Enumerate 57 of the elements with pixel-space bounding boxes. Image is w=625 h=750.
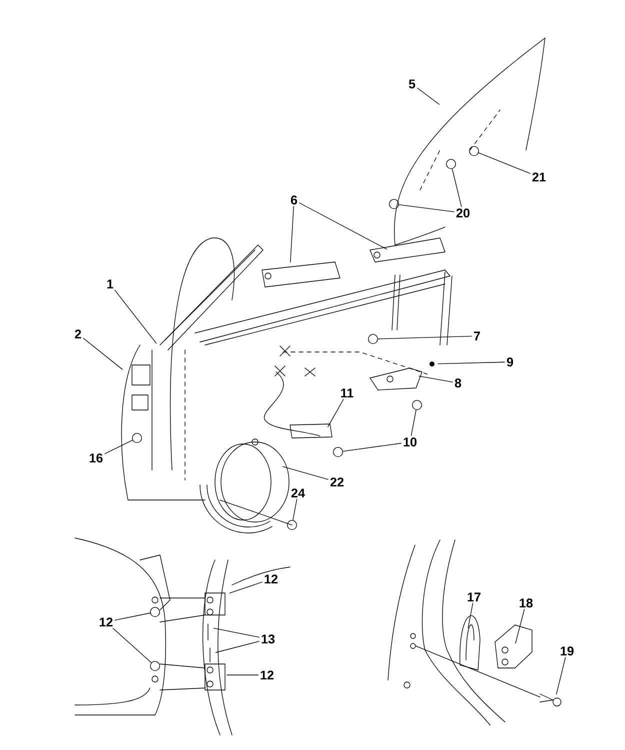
leader-line <box>83 338 123 370</box>
callout-number: 10 <box>404 438 417 446</box>
leader-line <box>215 640 260 653</box>
leader-line <box>468 602 474 628</box>
callout-number: 2 <box>74 330 82 338</box>
callout-number: 7 <box>474 332 480 340</box>
callout-number: 19 <box>560 646 574 656</box>
callout-number: 6 <box>290 196 298 204</box>
leader-line <box>417 88 440 105</box>
callout-number: 12 <box>264 574 278 584</box>
callout-number: 9 <box>506 358 514 366</box>
leader-line <box>114 612 150 621</box>
leader-line <box>398 204 454 212</box>
leader-line <box>378 336 472 340</box>
callout-number: 12 <box>100 618 113 626</box>
callout-number: 18 <box>520 598 533 608</box>
callout-number: 5 <box>408 80 416 88</box>
callout-number: 12 <box>260 670 274 680</box>
callout-number: 22 <box>330 478 344 486</box>
bolt-symbol <box>412 400 422 410</box>
callout-number: 17 <box>468 592 480 602</box>
callout-number: 16 <box>90 454 103 462</box>
leader-line <box>214 628 260 638</box>
callout-number: 13 <box>262 634 275 644</box>
bolt-symbol <box>150 607 160 617</box>
bolt-symbol <box>389 199 399 209</box>
leader-line <box>438 362 505 364</box>
bolt-symbol <box>150 661 160 671</box>
leader-line <box>229 582 262 594</box>
leader-line <box>299 202 388 250</box>
leader-line <box>342 442 402 452</box>
leader-line <box>478 152 530 174</box>
leader-line <box>452 168 462 207</box>
leader-line <box>515 609 525 644</box>
leader-line <box>114 290 157 344</box>
leader-line <box>282 466 328 480</box>
leader-line <box>290 206 294 262</box>
callout-number: 8 <box>454 378 462 388</box>
bolt-symbol <box>469 146 479 156</box>
callout-number: 1 <box>107 280 114 288</box>
bolt-symbol <box>446 159 456 169</box>
leader-line <box>104 440 133 454</box>
callout-number: 21 <box>532 172 546 182</box>
bolt-symbol <box>333 447 343 457</box>
leader-line <box>418 376 453 382</box>
callout-number: 20 <box>456 208 470 218</box>
bolt-symbol <box>287 520 297 530</box>
callout-number: 24 <box>291 488 305 498</box>
bolt-symbol <box>368 334 378 344</box>
leader-line <box>328 398 344 428</box>
leader-line <box>410 410 416 436</box>
callout-number: 11 <box>341 388 354 398</box>
leader-line <box>292 498 298 520</box>
leader-line <box>112 628 152 663</box>
leader-line <box>556 657 566 695</box>
bolt-symbol <box>132 433 142 443</box>
leader-line <box>226 674 258 676</box>
